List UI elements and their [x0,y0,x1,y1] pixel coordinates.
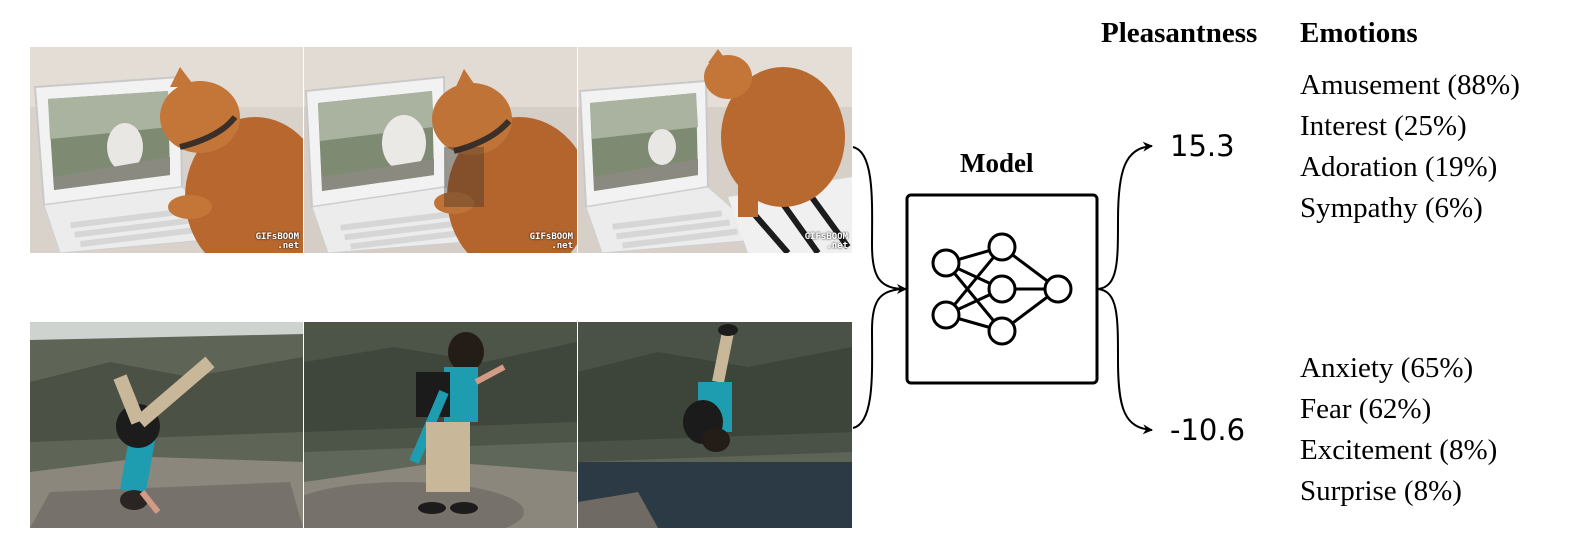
cat-laptop-image [578,47,852,253]
top-frame-3-watermark: GIFsBOOM .net [804,232,848,251]
top-pleasantness-value: 15.3 [1170,129,1235,163]
pleasantness-header: Pleasantness [1101,17,1258,49]
top-emotion-list: Amusement (88%) Interest (25%) Adoration… [1300,65,1520,229]
neural-network-icon [931,232,1073,346]
list-item: Surprise (8%) [1300,475,1462,507]
model-label: Model [960,148,1034,178]
bottom-frame-1 [30,322,303,528]
list-item: Amusement (88%) [1300,69,1520,101]
bottom-frame-3 [578,322,852,528]
list-item: Interest (25%) [1300,110,1467,142]
top-frame-2: GIFsBOOM .net [304,47,577,253]
top-output-arrow [1097,141,1153,290]
top-frame-1: GIFsBOOM .net [30,47,303,253]
list-item: Anxiety (65%) [1300,352,1474,384]
list-item: Sympathy (6%) [1300,192,1483,224]
cliff-flip-image [304,322,577,528]
bottom-frame-2 [304,322,577,528]
top-frame-3: GIFsBOOM .net [578,47,852,253]
top-frame-2-watermark: GIFsBOOM .net [529,232,573,251]
top-frame-1-watermark: GIFsBOOM .net [255,232,299,251]
list-item: Adoration (19%) [1300,151,1498,183]
cat-laptop-image [30,47,303,253]
bottom-pleasantness-value: -10.6 [1170,413,1246,447]
bottom-input-arrow [852,288,907,429]
list-item: Excitement (8%) [1300,434,1498,466]
cat-laptop-image [304,47,577,253]
bottom-output-arrow [1097,288,1153,435]
list-item: Fear (62%) [1300,393,1432,425]
bottom-emotion-list: Anxiety (65%) Fear (62%) Excitement (8%)… [1300,348,1497,512]
cliff-flip-image [578,322,852,528]
top-input-arrow [852,146,907,294]
emotions-header: Emotions [1300,17,1418,49]
cliff-flip-image [30,322,303,528]
